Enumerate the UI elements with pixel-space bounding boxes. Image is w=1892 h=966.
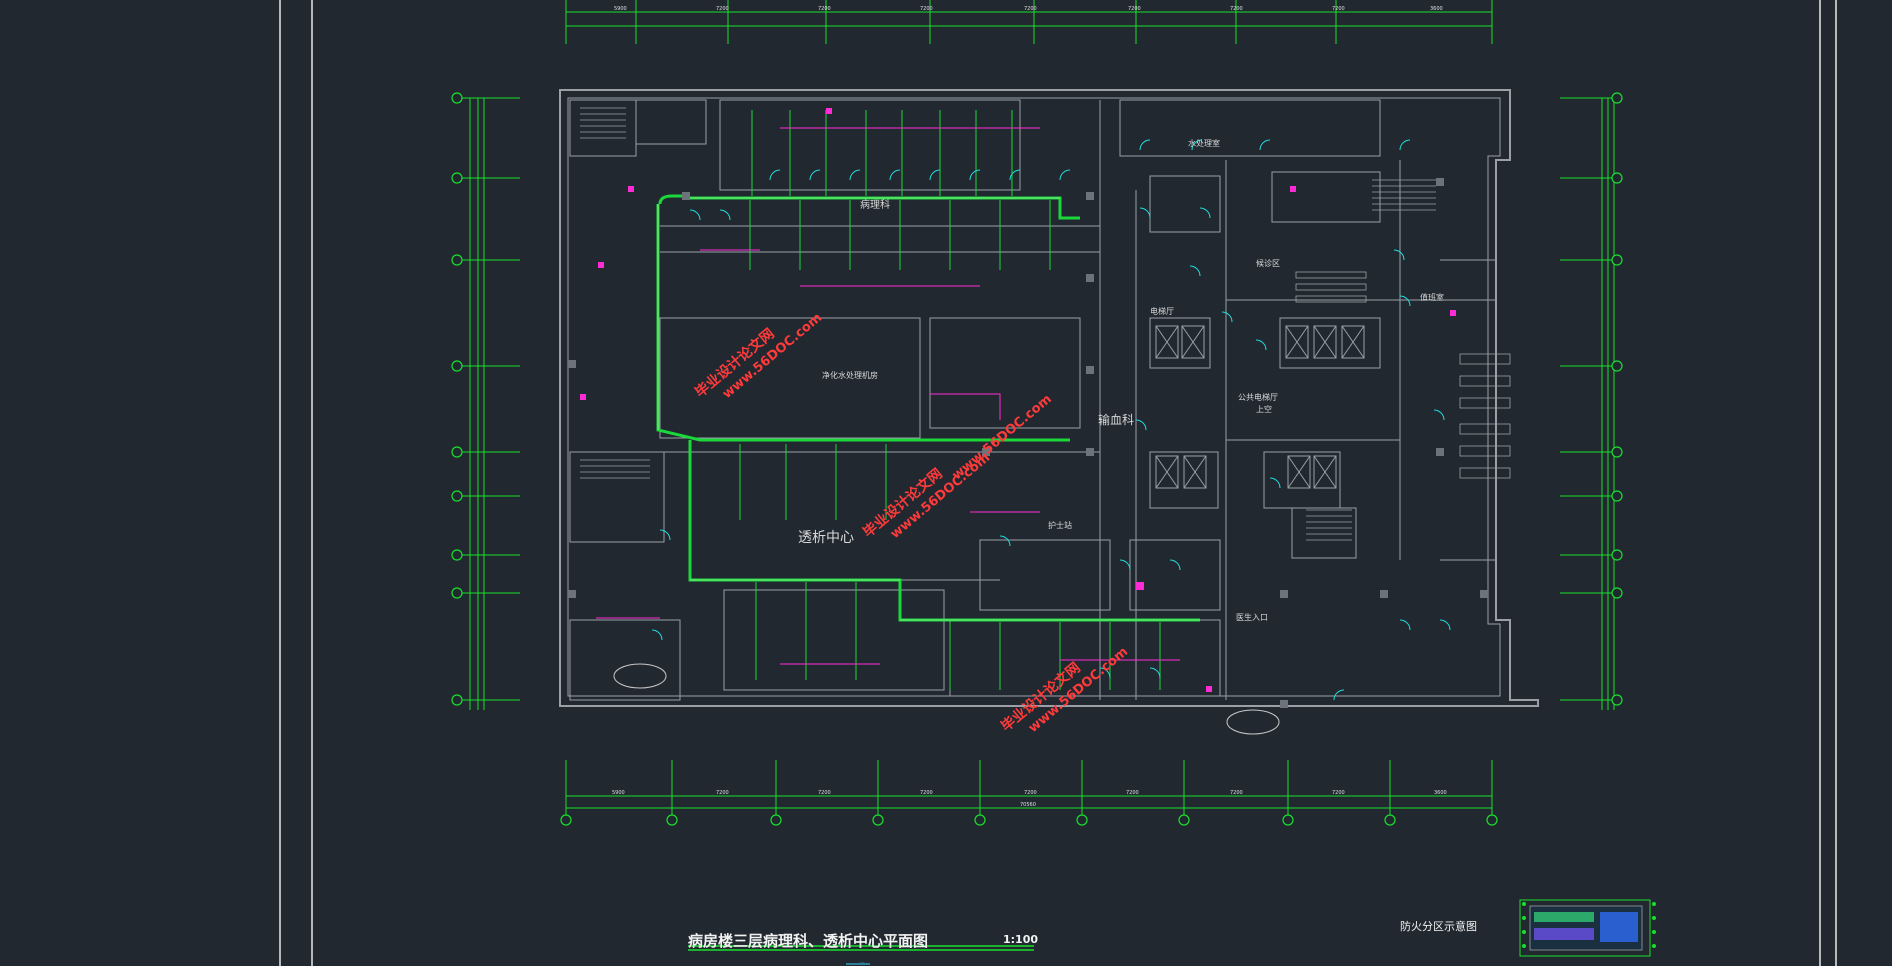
- magenta-piping: [596, 127, 1180, 665]
- room-label-pathology: 病理科: [860, 198, 890, 211]
- sheet-border: [279, 0, 1837, 966]
- room-labels: 病理科 透析中心 输血科 净化水处理机房 上空 公共电梯厅 候诊区 护士站 医生…: [798, 138, 1444, 622]
- drawing-subnote: ...: [860, 959, 865, 965]
- dim-bottom-1: 5900: [612, 790, 625, 796]
- dim-top-6: 7200: [1128, 6, 1141, 12]
- room-label-entrance: 医生入口: [1236, 612, 1268, 622]
- room-label-water: 水处理室: [1188, 138, 1220, 148]
- bottom-dimension-chain: [565, 760, 1493, 815]
- room-label-dialysis: 透析中心: [798, 530, 854, 546]
- room-label-elevator-hall: 电梯厅: [1150, 306, 1174, 316]
- room-label-upper: 上空: [1256, 404, 1272, 414]
- dim-top-1: 5900: [614, 6, 627, 12]
- bottom-axis-bubbles: [560, 814, 1498, 826]
- room-label-nurse: 护士站: [1048, 520, 1072, 530]
- title-underline: [688, 945, 1034, 951]
- left-axis-bubbles: [451, 92, 463, 706]
- stairs: [580, 107, 1436, 541]
- room-label-duty: 值班室: [1420, 292, 1444, 302]
- magenta-fixtures: [580, 108, 1456, 692]
- elevator-shafts: [1155, 325, 1365, 489]
- entrance-features: [613, 663, 1280, 735]
- columns: [568, 178, 1488, 708]
- hvac-branches: [739, 110, 1161, 690]
- dim-top-5: 7200: [1024, 6, 1037, 12]
- fire-zone-label: 防火分区示意图: [1400, 920, 1477, 933]
- dim-top-3: 7200: [818, 6, 831, 12]
- dim-bottom-6: 7200: [1126, 790, 1139, 796]
- dim-top-9: 3600: [1430, 6, 1443, 12]
- dim-top-8: 7200: [1332, 6, 1345, 12]
- top-dimension-labels: 5900 7200 7200 7200 7200 7200 7200 7200 …: [614, 6, 1443, 12]
- hvac-duct: [656, 194, 1200, 622]
- drawing-title: 病房楼三层病理科、透析中心平面图: [688, 932, 929, 950]
- watermark-4: 毕业设计论文网 www.56DOC.com: [998, 644, 1131, 736]
- dim-bottom-total: 70560: [1020, 802, 1036, 808]
- dim-bottom-4: 7200: [920, 790, 933, 796]
- drawing-scale: 1:100: [1003, 933, 1039, 946]
- interior-walls: [569, 99, 1496, 701]
- waiting-seats: [1295, 271, 1511, 479]
- dim-bottom-9: 3600: [1434, 790, 1447, 796]
- dim-bottom-8: 7200: [1332, 790, 1345, 796]
- watermark-3: www.56DOC.com: [950, 392, 1055, 484]
- hvac-duct-inner: [657, 197, 1200, 621]
- room-label-transfusion: 输血科: [1098, 412, 1134, 427]
- dim-bottom-2: 7200: [716, 790, 729, 796]
- building-outline: [559, 89, 1539, 707]
- dim-top-4: 7200: [920, 6, 933, 12]
- dim-top-7: 7200: [1230, 6, 1243, 12]
- top-dimension-chain: [565, 0, 1493, 44]
- right-axis-bubbles: [1611, 92, 1623, 706]
- dim-top-2: 7200: [716, 6, 729, 12]
- room-label-waiting: 候诊区: [1256, 258, 1280, 268]
- dim-bottom-7: 7200: [1230, 790, 1243, 796]
- bottom-dimension-labels: 5900 7200 7200 7200 7200 7200 7200 7200 …: [612, 790, 1447, 808]
- right-axis-chain: [1560, 97, 1620, 710]
- dim-bottom-3: 7200: [818, 790, 831, 796]
- watermark-3-url: www.56DOC.com: [950, 392, 1055, 484]
- door-swings: [651, 139, 1451, 701]
- room-label-public-hall: 公共电梯厅: [1238, 392, 1278, 402]
- left-axis-chain: [462, 97, 520, 710]
- fire-zone-minimap: [1519, 899, 1656, 957]
- room-label-purification: 净化水处理机房: [822, 370, 878, 380]
- dim-bottom-5: 7200: [1024, 790, 1037, 796]
- watermark-1: 毕业设计论文网 www.56DOC.com: [692, 310, 825, 402]
